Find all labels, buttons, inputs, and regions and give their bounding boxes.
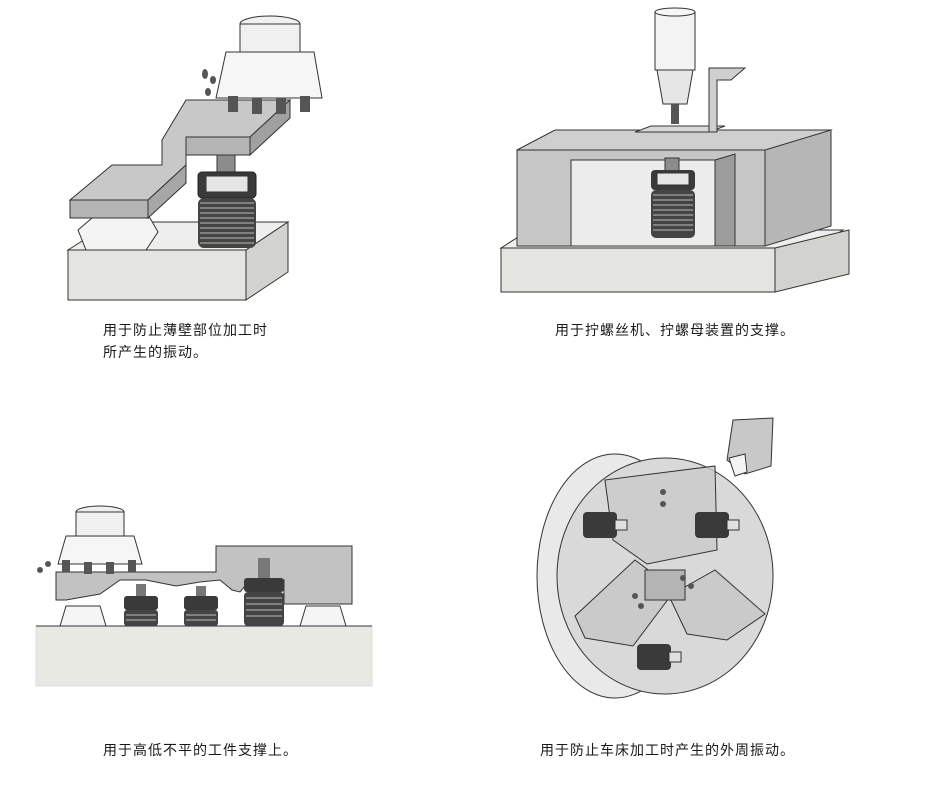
- base-block-front: [67, 249, 247, 301]
- caption-uneven-workpiece: 用于高低不平的工件支撑上。: [103, 740, 298, 762]
- thin-wall-diagram: [66, 15, 323, 301]
- support-nut-face: [205, 175, 249, 193]
- bracket-plate: [634, 125, 726, 133]
- chuck-holes: [632, 489, 694, 609]
- uneven-workpiece-diagram: [35, 505, 373, 687]
- base-plate-side: [774, 229, 850, 293]
- support-large: [244, 558, 284, 626]
- support-spring-body: [651, 190, 695, 238]
- base-block: [35, 625, 373, 687]
- base-block-side: [245, 221, 289, 301]
- rest-pad: [77, 217, 159, 251]
- tool-insert: [728, 453, 748, 477]
- support-top-left: [583, 512, 628, 538]
- support-small-2: [184, 586, 218, 626]
- caption-line: 用于防止车床加工时产生的外周振动。: [540, 743, 795, 759]
- frame-side: [764, 129, 832, 247]
- cutter-body: [57, 535, 143, 565]
- support-bottom: [637, 644, 682, 670]
- workpiece-center: [644, 569, 686, 601]
- workpiece-front: [69, 199, 149, 219]
- screwdriver-top: [654, 7, 696, 17]
- support-small-1: [124, 584, 158, 626]
- support-top-right: [695, 512, 740, 538]
- caption-line: 用于拧螺丝机、拧螺母装置的支撑。: [555, 323, 795, 339]
- bracket-arm: [708, 67, 747, 133]
- lathe-chuck-diagram: [536, 417, 774, 699]
- caption-screw-machine: 用于拧螺丝机、拧螺母装置的支撑。: [555, 320, 795, 342]
- screw-machine-diagram: [499, 7, 850, 293]
- panel-uneven-workpiece: 用于高低不平的工件支撑上。: [0, 400, 465, 796]
- workpiece-front-upper: [185, 136, 251, 156]
- caption-line: 所产生的振动。: [103, 345, 208, 361]
- rest-pad-right: [299, 605, 347, 627]
- panel-thin-wall: 用于防止薄壁部位加工时 所产生的振动。: [0, 0, 465, 400]
- cutter-inserts: [228, 96, 310, 114]
- uneven-workpiece: [55, 545, 353, 605]
- chips-icon: [37, 561, 51, 573]
- workpiece-step: [147, 163, 187, 220]
- panel-screw-machine: 用于拧螺丝机、拧螺母装置的支撑。: [465, 0, 930, 400]
- support-spring-coils: [200, 202, 254, 244]
- cutter-body: [215, 51, 323, 99]
- screwdriver-chuck: [656, 69, 694, 105]
- base-plate-front: [500, 247, 776, 293]
- panel-lathe-chuck: 用于防止车床加工时产生的外周振动。: [465, 400, 930, 796]
- frame-inner-wall: [714, 153, 736, 247]
- cutter-spindle: [75, 511, 125, 537]
- caption-lathe-chuck: 用于防止车床加工时产生的外周振动。: [540, 740, 795, 762]
- caption-line: 用于防止薄壁部位加工时: [103, 323, 268, 339]
- caption-line: 用于高低不平的工件支撑上。: [103, 743, 298, 759]
- rest-pad-left: [59, 605, 107, 627]
- cutter-spindle: [239, 23, 301, 55]
- caption-thin-wall: 用于防止薄壁部位加工时 所产生的振动。: [103, 320, 268, 364]
- chips-icon: [202, 69, 216, 96]
- screwdriver-bit: [671, 104, 679, 124]
- support-nut-face: [656, 172, 690, 186]
- cutter-inserts: [62, 560, 136, 574]
- screwdriver-body: [654, 11, 696, 71]
- support-spring-coils: [653, 194, 693, 231]
